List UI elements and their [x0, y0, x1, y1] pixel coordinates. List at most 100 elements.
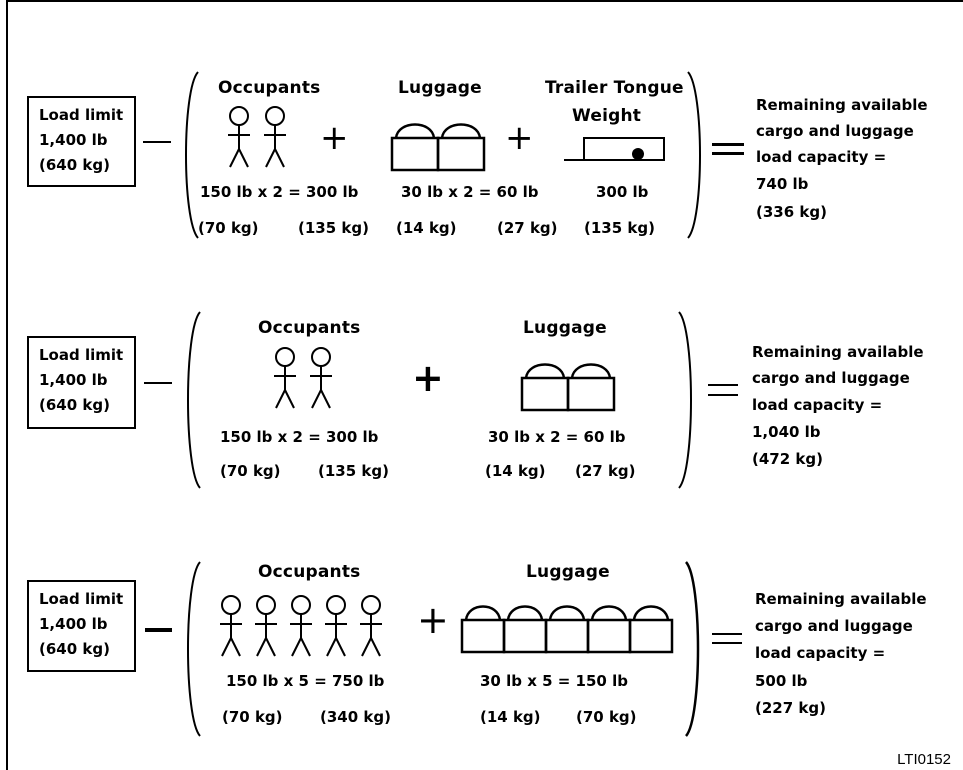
result-line-3: load capacity = [756, 148, 887, 166]
luggage-icon [544, 605, 590, 654]
luggage-calc: 30 lb x 5 = 150 lb [480, 672, 628, 690]
load-limit-label: Load limit [39, 590, 124, 608]
occupants-calc: 150 lb x 2 = 300 lb [220, 428, 379, 446]
occupants-figures [228, 106, 286, 168]
load-limit-label: Load limit [39, 106, 124, 124]
occupants-label: Occupants [218, 78, 321, 98]
load-limit-lb: 1,400 lb [39, 615, 108, 633]
luggage-icon [460, 605, 506, 654]
minus-sign [143, 141, 171, 143]
luggage-icon [520, 363, 570, 412]
luggage-calc: 30 lb x 2 = 60 lb [401, 183, 539, 201]
luggage-calc: 30 lb x 2 = 60 lb [488, 428, 626, 446]
luggage-kg-total: (70 kg) [576, 708, 637, 726]
result-value-kg: (472 kg) [752, 450, 823, 468]
occupant-icon [325, 595, 347, 657]
load-limit-lb: 1,400 lb [39, 131, 108, 149]
luggage-kg-each: (14 kg) [480, 708, 541, 726]
open-paren [187, 311, 201, 489]
luggage-icon [390, 123, 440, 172]
trailer-label-1: Trailer Tongue [545, 78, 684, 98]
result-value-kg: (336 kg) [756, 203, 827, 221]
load-limit-lb: 1,400 lb [39, 371, 108, 389]
result-line-3: load capacity = [752, 396, 883, 414]
result-line-1: Remaining available [756, 96, 928, 114]
luggage-icons [460, 605, 674, 654]
occupant-icon [310, 347, 332, 409]
occupants-kg-total: (135 kg) [318, 462, 389, 480]
equals-sign [712, 143, 744, 155]
open-paren [185, 71, 199, 239]
plus-sign: + [320, 118, 349, 158]
occupant-icon [290, 595, 312, 657]
close-paren [684, 561, 700, 737]
result-value-lb: 740 lb [756, 175, 809, 193]
result-line-1: Remaining available [752, 343, 924, 361]
occupant-icon [220, 595, 242, 657]
occupants-kg-total: (135 kg) [298, 219, 369, 237]
occupants-calc: 150 lb x 2 = 300 lb [200, 183, 359, 201]
luggage-label: Luggage [523, 318, 607, 338]
occupant-icon [228, 106, 250, 168]
trailer-label-2: Weight [572, 106, 642, 126]
luggage-icon [586, 605, 632, 654]
occupant-icon [360, 595, 382, 657]
load-limit-box: Load limit 1,400 lb (640 kg) [27, 580, 136, 672]
result-value-kg: (227 kg) [755, 699, 826, 717]
frame-border-top [6, 0, 963, 2]
result-value-lb: 1,040 lb [752, 423, 821, 441]
luggage-kg-each: (14 kg) [396, 219, 457, 237]
plus-sign: + [417, 598, 450, 642]
occupant-icon [274, 347, 296, 409]
minus-sign [145, 628, 172, 632]
occupants-kg-total: (340 kg) [320, 708, 391, 726]
open-paren [187, 561, 201, 737]
result-line-2: cargo and luggage [756, 122, 914, 140]
result-line-2: cargo and luggage [752, 369, 910, 387]
load-limit-box: Load limit 1,400 lb (640 kg) [27, 96, 136, 187]
trailer-icon [564, 137, 665, 161]
occupants-figures [220, 595, 382, 657]
load-limit-kg: (640 kg) [39, 640, 110, 658]
luggage-icon [566, 363, 616, 412]
load-limit-box: Load limit 1,400 lb (640 kg) [27, 336, 136, 429]
plus-sign: + [505, 118, 534, 158]
load-limit-label: Load limit [39, 346, 124, 364]
occupants-kg-each: (70 kg) [222, 708, 283, 726]
luggage-icon [502, 605, 548, 654]
close-paren [678, 311, 692, 489]
occupant-icon [264, 106, 286, 168]
result-line-2: cargo and luggage [755, 617, 913, 635]
load-limit-kg: (640 kg) [39, 396, 110, 414]
frame-border-left [6, 0, 8, 770]
figure-code: LTI0152 [897, 751, 951, 768]
luggage-icons [390, 123, 486, 172]
occupants-figures [274, 347, 332, 409]
result-line-1: Remaining available [755, 590, 927, 608]
luggage-kg-total: (27 kg) [497, 219, 558, 237]
occupants-label: Occupants [258, 318, 361, 338]
luggage-kg-total: (27 kg) [575, 462, 636, 480]
luggage-kg-each: (14 kg) [485, 462, 546, 480]
trailer-value: 300 lb [596, 183, 649, 201]
occupants-calc: 150 lb x 5 = 750 lb [226, 672, 385, 690]
equals-sign [708, 384, 738, 396]
occupants-kg-each: (70 kg) [220, 462, 281, 480]
trailer-kg: (135 kg) [584, 219, 655, 237]
luggage-label: Luggage [398, 78, 482, 98]
equals-sign [712, 633, 742, 644]
result-value-lb: 500 lb [755, 672, 808, 690]
minus-sign [144, 382, 172, 384]
occupant-icon [255, 595, 277, 657]
close-paren [687, 71, 701, 239]
occupants-label: Occupants [258, 562, 361, 582]
load-limit-kg: (640 kg) [39, 156, 110, 174]
result-line-3: load capacity = [755, 644, 886, 662]
luggage-icon [628, 605, 674, 654]
luggage-icon [436, 123, 486, 172]
plus-sign: + [412, 356, 445, 400]
occupants-kg-each: (70 kg) [198, 219, 259, 237]
luggage-icons [520, 363, 616, 412]
luggage-label: Luggage [526, 562, 610, 582]
